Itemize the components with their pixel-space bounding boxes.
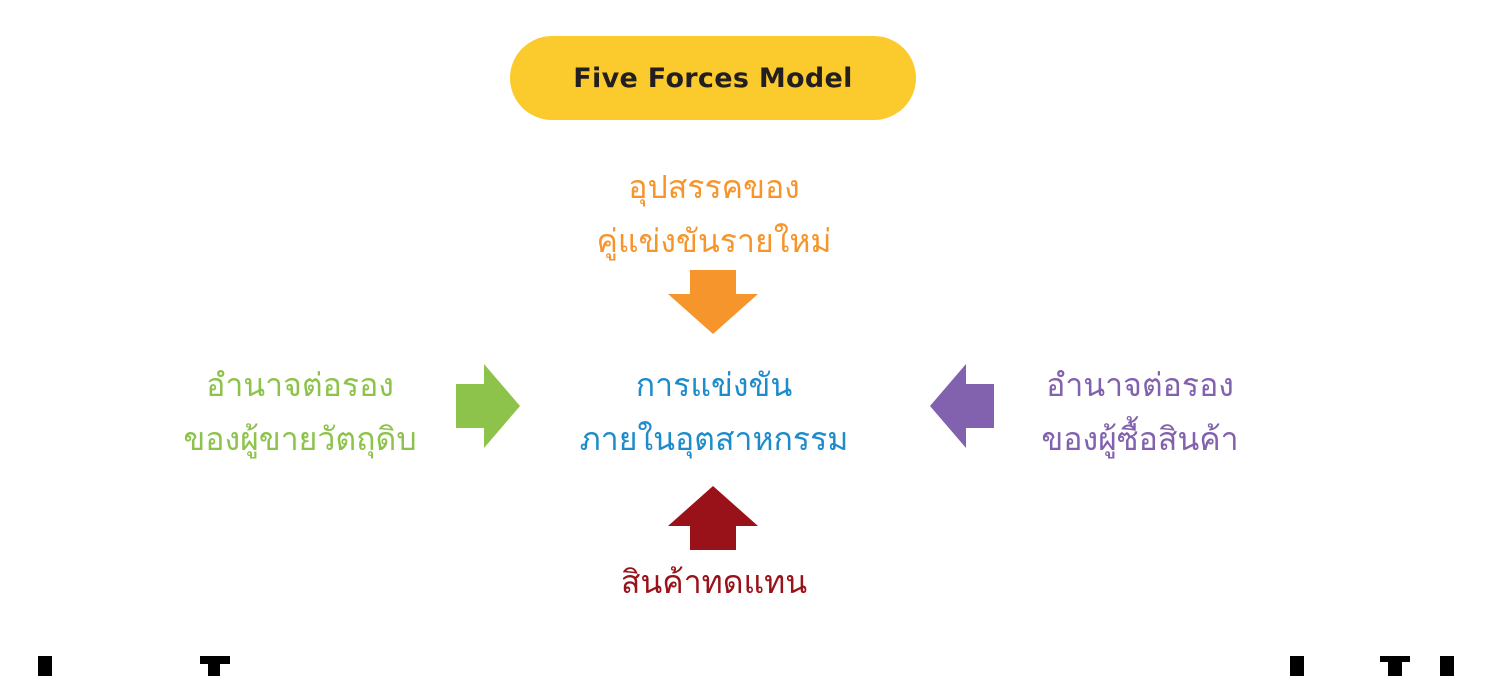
force-supplier-power-line-2: ของผู้ขายวัตถุดิบ [183, 420, 417, 458]
cropped-text-fragment [0, 656, 1488, 676]
force-substitutes-label: สินค้าทดแทน [564, 555, 864, 609]
arrow-up-icon [668, 486, 758, 550]
force-new-entrants-line-2: คู่แข่งขันรายใหม่ [596, 222, 832, 260]
force-industry-rivalry-line-1: การแข่งขัน [635, 366, 793, 404]
diagram-title: Five Forces Model [510, 36, 916, 120]
force-new-entrants-line-1: อุปสรรคของ [628, 168, 800, 206]
force-supplier-power-line-1: อำนาจต่อรอง [206, 366, 394, 404]
force-industry-rivalry-label: การแข่งขัน ภายในอุตสาหกรรม [544, 358, 884, 466]
force-supplier-power-label: อำนาจต่อรอง ของผู้ขายวัตถุดิบ [150, 358, 450, 466]
arrow-right-icon [456, 364, 520, 448]
force-new-entrants-label: อุปสรรคของ คู่แข่งขันรายใหม่ [564, 160, 864, 268]
force-buyer-power-label: อำนาจต่อรอง ของผู้ซื้อสินค้า [990, 358, 1290, 466]
force-substitutes-line-1: สินค้าทดแทน [620, 563, 808, 601]
force-buyer-power-line-2: ของผู้ซื้อสินค้า [1041, 420, 1239, 458]
force-industry-rivalry-line-2: ภายในอุตสาหกรรม [579, 420, 849, 458]
force-buyer-power-line-1: อำนาจต่อรอง [1046, 366, 1234, 404]
arrow-down-icon [668, 270, 758, 334]
arrow-left-icon [930, 364, 994, 448]
